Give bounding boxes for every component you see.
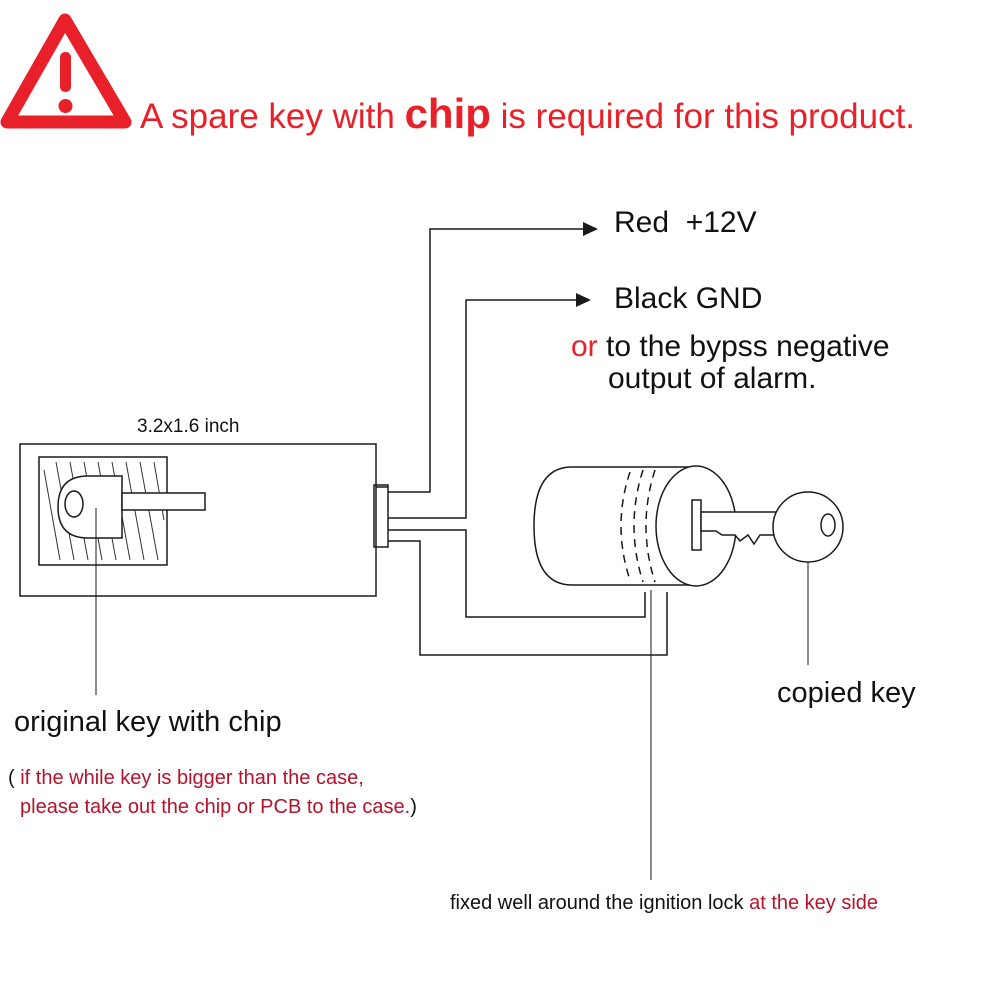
note-text-2: please take out the chip or PCB to the c… — [20, 796, 411, 818]
original-key-icon — [57, 475, 206, 539]
bypass-or: or — [571, 330, 598, 363]
original-key-caption: original key with chip — [14, 706, 282, 738]
copied-key-icon — [700, 491, 844, 563]
black-wire-label: Black GND — [614, 282, 763, 315]
case-note-line1: ( if the while key is bigger than the ca… — [8, 767, 364, 790]
warning-text-before: A spare key with — [140, 97, 395, 136]
note-close-paren: ) — [410, 796, 417, 818]
wires — [388, 228, 668, 656]
wire-arrows — [576, 222, 598, 307]
lock-note-text: fixed well around the ignition lock — [450, 892, 744, 914]
note-open-paren: ( — [8, 767, 15, 789]
warning-chip-emphasis: chip — [404, 90, 491, 137]
copied-key-caption: copied key — [777, 677, 916, 709]
warning-message: A spare key with chip is required for th… — [140, 90, 915, 138]
bypass-module-box — [19, 443, 389, 597]
bypass-text-1: to the bypss negative — [606, 330, 890, 363]
warning-triangle-icon — [0, 13, 132, 129]
warning-text-after: is required for this product. — [500, 97, 916, 136]
lock-note-red: at the key side — [749, 892, 879, 914]
box-size-label: 3.2x1.6 inch — [137, 416, 240, 437]
bypass-note-line1: or to the bypss negative — [571, 330, 890, 364]
bypass-note-line2: output of alarm. — [608, 362, 817, 395]
case-note-line2: please take out the chip or PCB to the c… — [20, 796, 417, 819]
note-text-1: if the while key is bigger than the case… — [20, 767, 364, 789]
ignition-lock-icon — [533, 465, 737, 587]
lock-placement-note: fixed well around the ignition lock at t… — [450, 892, 878, 915]
red-wire-label: Red +12V — [614, 206, 757, 239]
